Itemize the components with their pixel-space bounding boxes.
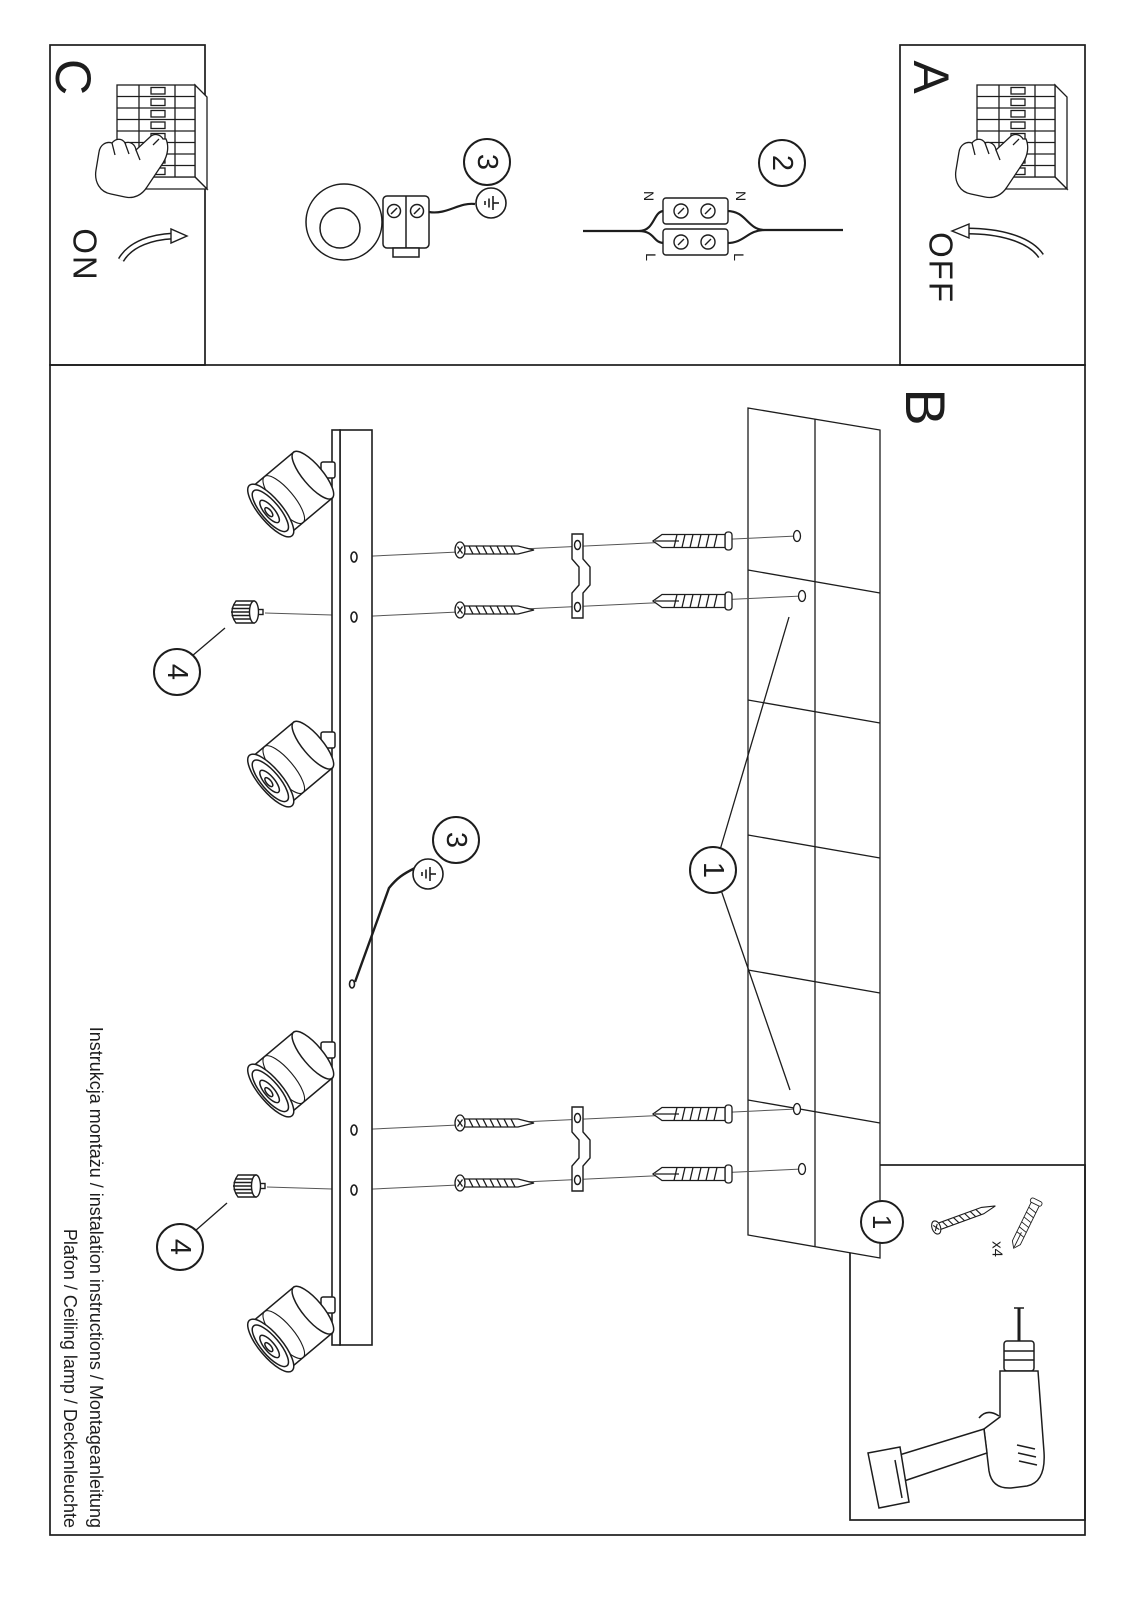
kit-wall-plug [1007, 1196, 1044, 1252]
breaker-on-illustration [94, 84, 208, 199]
wall-plug-2 [652, 591, 733, 611]
step-1-badge-main: 1 [689, 846, 737, 894]
step-2-number: 2 [766, 154, 799, 172]
on-arrow [117, 227, 189, 263]
panel-b-label: B [894, 388, 957, 426]
parts-badge-number: 1 [867, 1214, 898, 1230]
kit-screw [929, 1199, 999, 1236]
lock-knob-2 [232, 1174, 266, 1198]
spotlight-head-1 [239, 442, 343, 544]
footer-line-1: Instrukcja montażu / instalation instruc… [86, 1026, 106, 1528]
step-3-number: 3 [471, 153, 504, 171]
step-4-badge-a: 4 [153, 648, 201, 696]
quantity-label: x4 [988, 1241, 1006, 1257]
hook-connector [305, 183, 476, 261]
neutral-label-bottom: N [641, 190, 657, 202]
mounting-screw-1 [454, 541, 535, 559]
mounting-screw-3 [454, 1114, 535, 1132]
step-4-number-b: 4 [164, 1238, 197, 1256]
wall-plug-4 [652, 1164, 733, 1184]
panel-c-label: C [45, 58, 101, 96]
neutral-label-top: N [733, 190, 749, 202]
step-3-badge: 3 [463, 138, 511, 186]
power-off-label: OFF [922, 232, 960, 304]
step-4-badge-b: 4 [156, 1223, 204, 1271]
spotlight-head-3 [239, 1022, 343, 1124]
spotlight-head-4 [239, 1277, 343, 1379]
step-3-number-main: 3 [440, 831, 473, 849]
power-on-label: ON [66, 228, 104, 282]
ground-wire [353, 866, 416, 983]
ceiling-panel [747, 407, 881, 1259]
terminal-connector [583, 197, 843, 256]
live-label-top: L [731, 253, 747, 261]
ceiling-holes [792, 529, 807, 1176]
mounting-bracket-1 [571, 533, 591, 619]
earth-symbol-main [412, 858, 444, 890]
breaker-off-illustration [954, 84, 1068, 199]
leader-lines [191, 616, 791, 1232]
mounting-screw-2 [454, 601, 535, 619]
spotlight-head-2 [239, 712, 343, 814]
lock-knob-1 [230, 600, 264, 624]
lamp-bar [331, 429, 373, 1346]
parts-kit [929, 1196, 1044, 1252]
mounting-bracket-2 [571, 1106, 591, 1192]
panel-a-label: A [903, 60, 959, 94]
mounting-screw-4 [454, 1174, 535, 1192]
step-4-number-a: 4 [161, 663, 194, 681]
off-arrow [950, 222, 1044, 259]
earth-symbol-top [475, 187, 507, 219]
live-label-bottom: L [643, 253, 659, 261]
parts-badge: 1 [860, 1200, 904, 1244]
step-2-badge: 2 [758, 139, 806, 187]
wall-plug-3 [652, 1104, 733, 1124]
frame-boxes [49, 44, 1086, 1536]
footer-line-2: Plafon / Ceiling lamp / Deckenleuchte [60, 1228, 80, 1528]
wall-plug-1 [652, 531, 733, 551]
step-1-number-main: 1 [697, 861, 730, 879]
drill-icon [867, 1307, 1045, 1509]
step-3-badge-main: 3 [432, 816, 480, 864]
